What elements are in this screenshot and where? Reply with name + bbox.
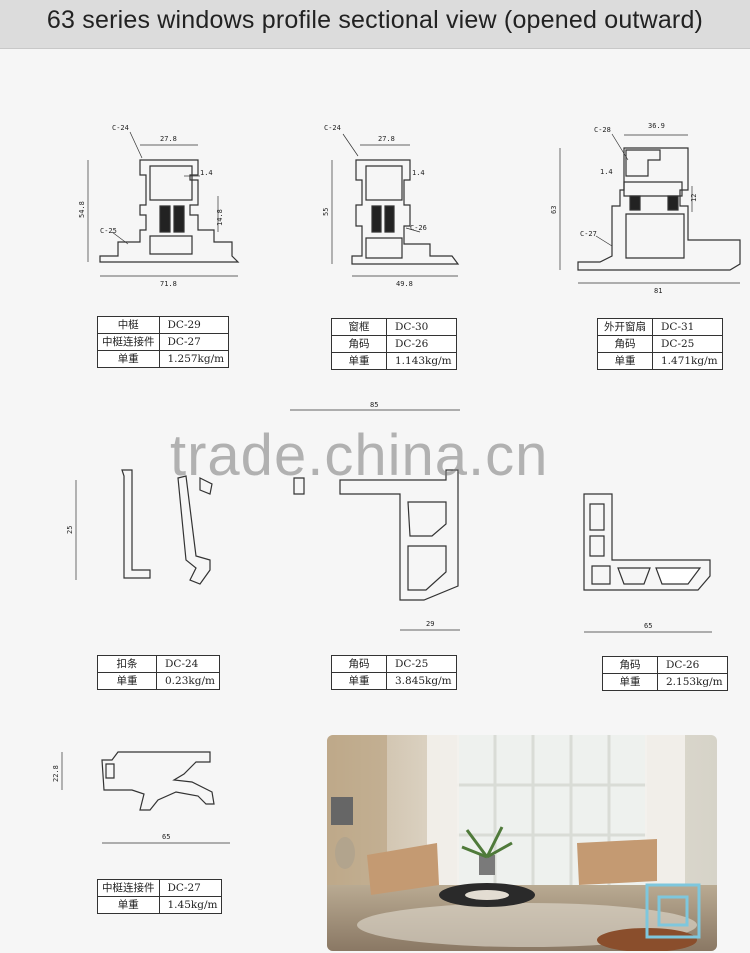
- drawing-glazing-bead: [75, 469, 213, 585]
- d2-dim-small: 1.4: [412, 169, 425, 177]
- d2-dim-width: 49.8: [396, 280, 413, 288]
- d3-dim-top: 36.9: [648, 122, 665, 130]
- page-title: 63 series windows profile sectional view…: [46, 6, 704, 34]
- d3-code-top: C-28: [594, 126, 611, 134]
- d3-dim-inner: 12: [690, 194, 698, 202]
- d7-dim-bottom: 65: [162, 833, 170, 841]
- interior-photo: [327, 735, 717, 951]
- d3-code-bottom: C-27: [580, 230, 597, 238]
- d1-dim-top: 27.8: [160, 135, 177, 143]
- d3-dim-width: 81: [654, 287, 662, 295]
- interior-photo-illustration: [327, 735, 717, 951]
- d1-dim-small: 1.4: [200, 169, 213, 177]
- d6-dim-bottom: 65: [644, 622, 652, 630]
- drawing-corner-cleat-25: [290, 409, 460, 631]
- drawing-sash: [559, 133, 741, 284]
- d3-dim-small: 1.4: [600, 168, 613, 176]
- d1-dim-height: 54.8: [78, 201, 86, 218]
- d3-dim-height: 63: [550, 206, 558, 214]
- d1-code-bottom: C-25: [100, 227, 117, 235]
- d2-dim-top: 27.8: [378, 135, 395, 143]
- title-bar: 63 series windows profile sectional view…: [0, 0, 750, 49]
- drawing-mullion-connector: [61, 751, 230, 844]
- drawing-frame: [331, 133, 460, 277]
- d1-dim-width: 71.8: [160, 280, 177, 288]
- d1-dim-inner: 14.8: [216, 209, 224, 226]
- d2-code-bottom: C-26: [410, 224, 427, 232]
- d7-dim-height: 22.8: [52, 765, 60, 782]
- d5-dim-top: 85: [370, 401, 378, 409]
- drawing-mullion: [87, 131, 240, 277]
- d2-dim-height: 55: [322, 208, 330, 216]
- drawing-corner-cleat-26: [583, 493, 712, 633]
- d2-code-top: C-24: [324, 124, 341, 132]
- d4-dim-height: 25: [66, 526, 74, 534]
- d1-code-top: C-24: [112, 124, 129, 132]
- d5-dim-bottom: 29: [426, 620, 434, 628]
